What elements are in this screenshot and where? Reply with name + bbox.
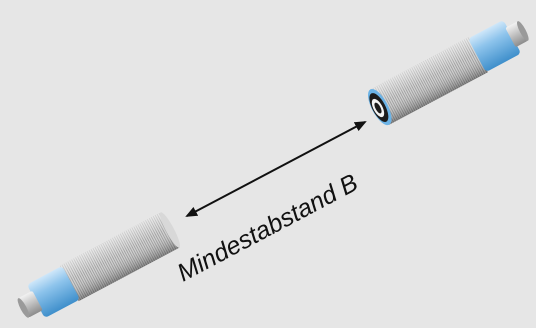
sensor-left [17, 212, 181, 318]
sensor-right-face [368, 89, 392, 126]
distance-arrow [185, 121, 367, 217]
sensor-right-connector [505, 21, 528, 47]
sensor-left-housing [28, 267, 79, 317]
sensor-right-housing [469, 21, 520, 71]
distance-label: Mindestabstand B [173, 169, 363, 288]
sensor-right [368, 21, 529, 126]
sensor-left-connector [18, 291, 43, 317]
